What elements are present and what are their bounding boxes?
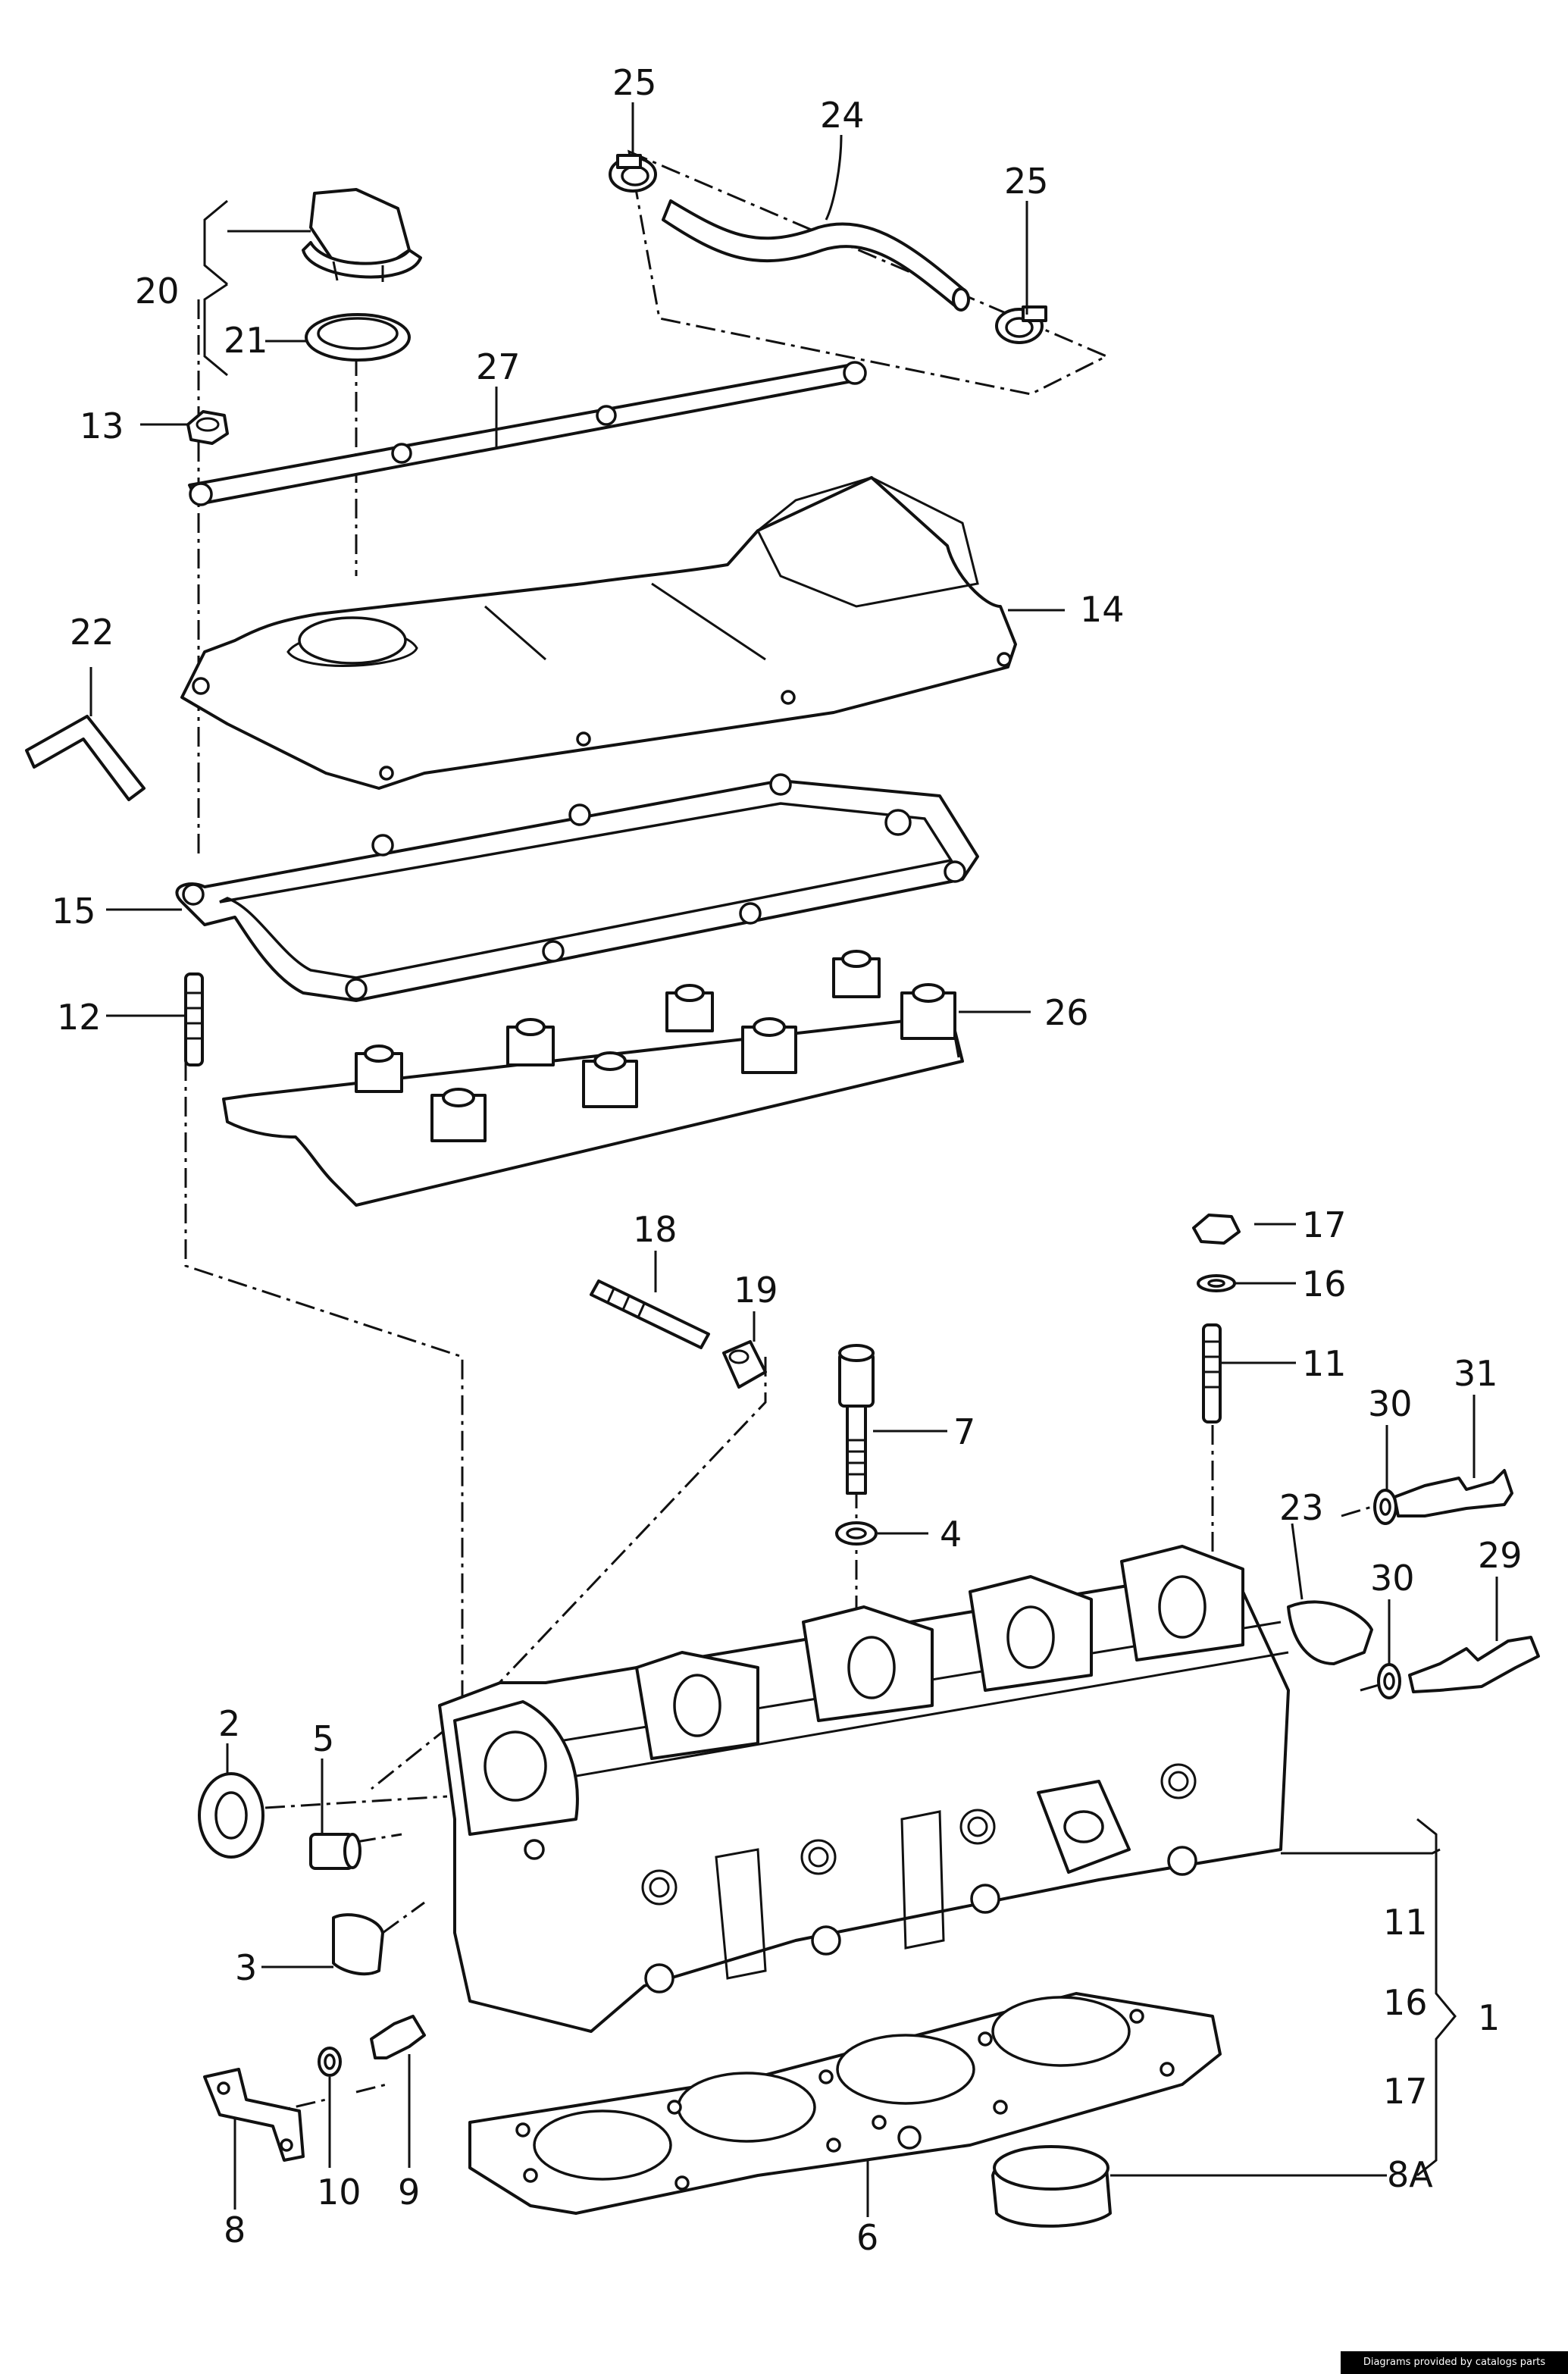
callout-24: 24 bbox=[820, 95, 865, 136]
callout-22: 22 bbox=[70, 612, 114, 653]
nut-17 bbox=[1192, 1214, 1241, 1245]
callout-30-upper: 30 bbox=[1368, 1383, 1413, 1424]
cover-gasket-strip bbox=[188, 361, 867, 506]
callout-10: 10 bbox=[317, 2172, 361, 2213]
stud-18 bbox=[590, 1279, 710, 1349]
washer-30-upper bbox=[1373, 1489, 1397, 1525]
cylinder-head bbox=[438, 1545, 1290, 2033]
cylinder-head-gasket bbox=[468, 1992, 1222, 2215]
stud-12 bbox=[184, 972, 204, 1066]
valve-cover-gasket bbox=[175, 773, 979, 1002]
camshaft-oil-seal bbox=[198, 1772, 264, 1859]
oil-filler-cap bbox=[302, 188, 422, 282]
hose-clamp-25-right bbox=[995, 305, 1047, 344]
callout-15: 15 bbox=[52, 891, 96, 932]
assembly-axis-lines bbox=[184, 149, 1388, 2116]
callout-labels: 25 24 25 20 21 27 13 14 22 15 12 26 18 1… bbox=[52, 62, 1523, 2258]
callout-16-top: 16 bbox=[1302, 1264, 1347, 1304]
sealing-sleeve bbox=[332, 1913, 384, 1976]
callout-20: 20 bbox=[135, 271, 180, 312]
cover-nut bbox=[186, 410, 229, 445]
callout-5: 5 bbox=[312, 1718, 334, 1759]
callout-31: 31 bbox=[1454, 1353, 1498, 1394]
hose-clamp-25-left bbox=[609, 154, 657, 193]
allen-key bbox=[25, 715, 146, 801]
callout-13: 13 bbox=[80, 406, 124, 446]
callout-25-left: 25 bbox=[612, 62, 657, 103]
washer-16 bbox=[1197, 1274, 1236, 1292]
spark-plug-bosses bbox=[641, 1763, 1197, 1906]
head-bolt bbox=[838, 1344, 875, 1495]
head-bolt-washer bbox=[835, 1521, 878, 1546]
gasket-bolt-holes bbox=[515, 2009, 1175, 2191]
callout-14: 14 bbox=[1080, 589, 1125, 630]
callout-30-lower: 30 bbox=[1370, 1558, 1415, 1599]
callout-3: 3 bbox=[235, 1947, 257, 1988]
callout-23: 23 bbox=[1279, 1487, 1324, 1528]
callout-6: 6 bbox=[856, 2217, 878, 2258]
bolt-9 bbox=[370, 2015, 426, 2059]
callout-8: 8 bbox=[224, 2210, 246, 2250]
baffle-bosses bbox=[355, 950, 956, 1142]
sealing-cap-8A bbox=[991, 2145, 1112, 2228]
temperature-sender bbox=[1408, 1636, 1540, 1693]
diagram-credit-badge: Diagrams provided by catalogs parts bbox=[1341, 2351, 1568, 2374]
callout-27: 27 bbox=[476, 346, 521, 387]
callout-1: 1 bbox=[1478, 1997, 1500, 2038]
callout-17-top: 17 bbox=[1302, 1204, 1347, 1245]
breather-hose bbox=[662, 199, 970, 312]
callout-26: 26 bbox=[1044, 992, 1089, 1033]
valve-cover bbox=[180, 476, 1017, 790]
callout-29: 29 bbox=[1478, 1535, 1523, 1576]
callout-7: 7 bbox=[953, 1411, 975, 1452]
sealing-plug bbox=[309, 1833, 361, 1870]
oil-pressure-switch bbox=[1393, 1469, 1513, 1517]
oil-baffle-plate bbox=[222, 950, 964, 1207]
callout-21: 21 bbox=[224, 320, 268, 361]
washer-10 bbox=[318, 2047, 342, 2077]
half-moon-plug bbox=[1287, 1600, 1373, 1665]
callout-16-kit: 16 bbox=[1383, 1982, 1428, 2023]
callout-11-top: 11 bbox=[1302, 1343, 1347, 1384]
callout-11-kit: 11 bbox=[1383, 1902, 1428, 1943]
filler-cap-seal bbox=[305, 313, 411, 362]
callout-9: 9 bbox=[398, 2172, 420, 2213]
callout-19: 19 bbox=[734, 1270, 778, 1311]
callout-12: 12 bbox=[57, 997, 102, 1038]
valve-stem-seal bbox=[722, 1340, 767, 1389]
lifting-bracket bbox=[203, 2068, 305, 2162]
callout-18: 18 bbox=[633, 1209, 678, 1250]
callout-8A: 8A bbox=[1387, 2154, 1433, 2195]
callout-25-right: 25 bbox=[1004, 161, 1049, 202]
callout-17-kit: 17 bbox=[1383, 2071, 1428, 2112]
callout-2: 2 bbox=[218, 1703, 240, 1744]
stud-11 bbox=[1202, 1323, 1222, 1423]
washer-30-lower bbox=[1377, 1663, 1401, 1699]
leader-lines bbox=[89, 102, 1498, 2217]
callout-4: 4 bbox=[940, 1514, 962, 1555]
